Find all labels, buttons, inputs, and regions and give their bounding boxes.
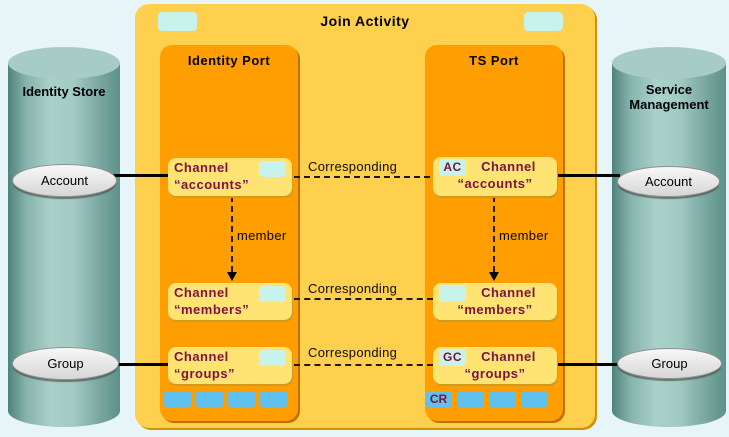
identity-port-queue-row: [164, 391, 287, 407]
corresponding-line-accounts: [294, 176, 430, 178]
channel-groups-ts: GC Channel “groups”: [433, 347, 557, 384]
channel-accounts-identity: Channel “accounts”: [168, 158, 292, 196]
group-entity-left-label: Group: [47, 356, 84, 371]
group-entity-right: Group: [617, 348, 722, 379]
channel-chip-icon: [259, 161, 286, 177]
badge-cr: CR: [425, 391, 452, 407]
member-arrow-right-head: [489, 272, 499, 281]
queue-chip: [164, 391, 191, 407]
channel-members-identity-name: “members”: [174, 302, 250, 317]
account-entity-right-label: Account: [645, 174, 692, 189]
activity-chip-right: [524, 12, 563, 31]
channel-groups-identity-name: “groups”: [174, 366, 236, 381]
connector-group-right: [556, 363, 620, 366]
channel-groups-ts-name: “groups”: [464, 366, 526, 381]
channel-members-ts-name: “members”: [457, 302, 533, 317]
member-arrow-left-head: [227, 272, 237, 281]
corresponding-line-groups: [294, 364, 433, 366]
group-entity-left: Group: [12, 347, 119, 380]
channel-groups-identity-title: Channel: [174, 349, 229, 364]
connector-group-left: [114, 363, 170, 366]
queue-chip: [228, 391, 255, 407]
channel-accounts-identity-title: Channel: [174, 160, 229, 175]
channel-accounts-ts-title: Channel: [481, 159, 536, 174]
channel-accounts-identity-name: “accounts”: [174, 177, 250, 192]
channel-chip-icon: [259, 350, 286, 366]
queue-chip: [457, 391, 484, 407]
identity-port-title: Identity Port: [187, 53, 271, 68]
account-entity-left-label: Account: [41, 173, 88, 188]
channel-chip-icon: [259, 286, 286, 302]
account-entity-right: Account: [617, 166, 720, 197]
corresponding-line-members: [294, 298, 433, 300]
channel-members-ts-title: Channel: [481, 285, 536, 300]
service-management-cylinder-top: [612, 47, 726, 79]
corresponding-label-members: Corresponding: [308, 281, 398, 296]
queue-chip: [196, 391, 223, 407]
queue-chip: [260, 391, 287, 407]
activity-chip-left: [158, 12, 197, 31]
channel-groups-identity: Channel “groups”: [168, 347, 292, 384]
member-label-left: member: [237, 228, 287, 243]
identity-store-cylinder-top: [8, 47, 120, 79]
member-label-right: member: [499, 228, 549, 243]
ts-port-queue-row: CR: [425, 391, 548, 407]
ts-port-title: TS Port: [469, 53, 519, 68]
service-management-label: Service Management: [629, 82, 709, 112]
badge-gc: GC: [439, 349, 466, 366]
channel-members-identity: Channel “members”: [168, 283, 292, 320]
badge-ac: AC: [439, 159, 466, 176]
corresponding-label-accounts: Corresponding: [308, 159, 398, 174]
member-arrow-right-line: [493, 196, 495, 272]
connector-account-left: [112, 174, 170, 177]
account-entity-left: Account: [12, 164, 117, 197]
group-entity-right-label: Group: [651, 356, 688, 371]
channel-members-identity-title: Channel: [174, 285, 229, 300]
channel-groups-ts-title: Channel: [481, 349, 536, 364]
queue-chip: [489, 391, 516, 407]
queue-chip: [521, 391, 548, 407]
join-activity-title: Join Activity: [320, 13, 410, 29]
channel-chip-icon: [439, 285, 466, 302]
member-arrow-left-line: [231, 196, 233, 272]
connector-account-right: [556, 174, 620, 177]
channel-accounts-ts-name: “accounts”: [457, 176, 533, 191]
corresponding-label-groups: Corresponding: [308, 345, 398, 360]
channel-members-ts: Channel “members”: [433, 283, 557, 320]
channel-accounts-ts: AC Channel “accounts”: [433, 157, 557, 196]
identity-store-label: Identity Store: [22, 84, 106, 99]
